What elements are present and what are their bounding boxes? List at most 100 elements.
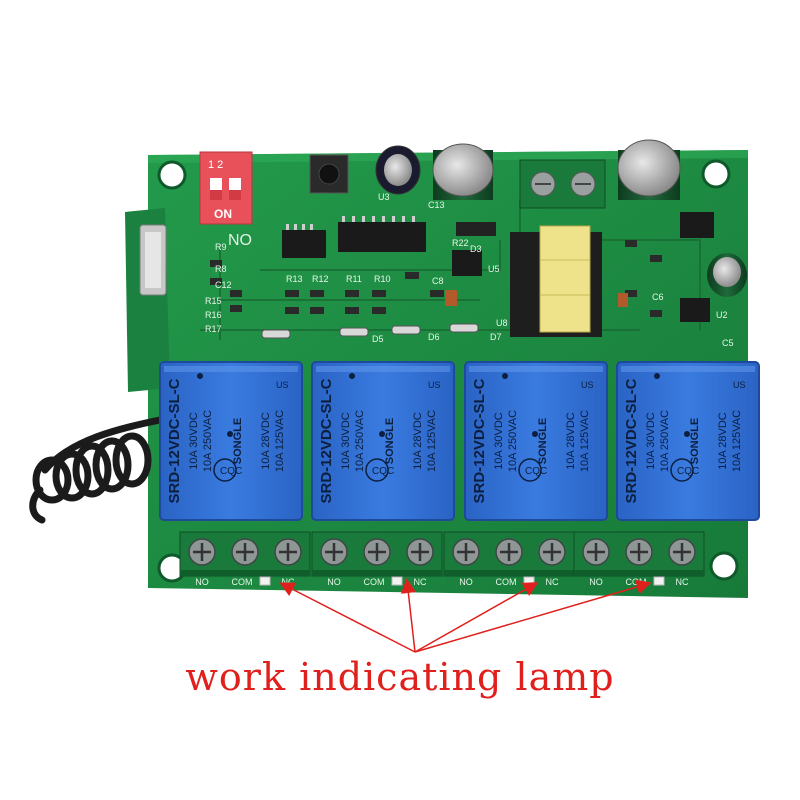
label-c12: C12 — [215, 280, 232, 290]
mount-hole-tl — [157, 160, 187, 190]
label-u3: U3 — [378, 192, 390, 202]
label-no: NO — [228, 232, 252, 249]
label-d6: D6 — [428, 332, 440, 342]
label-r16: R16 — [205, 310, 222, 320]
arrow-3 — [414, 582, 539, 653]
relay-2-rating-top: 10A 125VAC — [426, 410, 438, 472]
screw-terminal — [274, 538, 302, 566]
terminal-1-nc-label: NC — [282, 577, 295, 587]
relay-3-us: US — [581, 380, 594, 390]
label-c8: C8 — [432, 276, 444, 286]
terminal-block-3: NO COM NC — [443, 531, 575, 587]
push-button — [309, 154, 349, 194]
capacitor-large-2 — [617, 139, 681, 200]
relay-3-brand: SONGLE — [537, 418, 549, 464]
terminal-3-nc-label: NC — [546, 577, 559, 587]
antenna-coil — [29, 416, 164, 524]
terminal-2-com-label: COM — [364, 577, 385, 587]
smd-components — [210, 240, 662, 339]
relay-4-brand: SONGLE — [689, 418, 701, 464]
label-c6: C6 — [652, 292, 664, 302]
label-d3: D3 — [470, 244, 482, 254]
screw-terminal — [625, 538, 653, 566]
ic-chips — [282, 212, 714, 322]
label-r15: R15 — [205, 296, 222, 306]
screw-terminal — [363, 538, 391, 566]
terminal-3-com-label: COM — [496, 577, 517, 587]
arrow-4 — [414, 579, 652, 653]
terminal-3-no-label: NO — [459, 577, 473, 587]
relay-3-rating-bot: 10A 250VAC — [507, 410, 519, 472]
label-r10: R10 — [374, 274, 391, 284]
arrow-2 — [400, 578, 416, 653]
relay-4-rating-bot: 10A 250VAC — [659, 410, 671, 472]
label-r9: R9 — [215, 242, 227, 252]
relay-1-brand: SONGLE — [232, 418, 244, 464]
label-d5: D5 — [372, 334, 384, 344]
relay-2-rating-top2: 10A 28VDC — [412, 412, 424, 470]
relay-3-cqc: CQC — [525, 466, 547, 477]
relay-3-rating-top: 10A 125VAC — [579, 410, 591, 472]
relay-2-model: SRD-12VDC-SL-C — [318, 378, 335, 503]
label-c13: C13 — [428, 200, 445, 210]
relay-2-cqc: CQC — [372, 466, 394, 477]
terminal-2-no-label: NO — [327, 577, 341, 587]
indicator-arrows — [279, 578, 652, 653]
relay-4-cqc: CQC — [677, 466, 699, 477]
silkscreen-labels: NO R13 R12 R11 R10 R9 R22 D3 U5 C13 U3 C… — [205, 192, 734, 348]
relay-1-rating-bot2: 10A 30VDC — [188, 412, 200, 470]
relay-2-rating-bot: 10A 250VAC — [354, 410, 366, 472]
screw-terminal — [538, 538, 566, 566]
indicator-led — [653, 576, 665, 586]
terminal-1-com-label: COM — [232, 577, 253, 587]
terminal-block-4: NO COM NC — [573, 531, 705, 587]
capacitor-small — [375, 145, 421, 195]
indicator-led — [523, 576, 535, 586]
label-d7: D7 — [490, 332, 502, 342]
label-u2: U2 — [716, 310, 728, 320]
label-r13: R13 — [286, 274, 303, 284]
label-r11: R11 — [346, 274, 362, 284]
label-r17: R17 — [205, 324, 222, 334]
terminal-4-com-label: COM — [626, 577, 647, 587]
power-terminal — [519, 159, 606, 209]
screw-terminal — [582, 538, 610, 566]
label-r12: R12 — [312, 274, 329, 284]
label-u8: U8 — [496, 318, 508, 328]
label-r8: R8 — [215, 264, 227, 274]
relay-1-model: SRD-12VDC-SL-C — [166, 378, 183, 503]
screw-terminal — [231, 538, 259, 566]
mount-hole-tr — [701, 159, 731, 189]
relay-2-us: US — [428, 380, 441, 390]
indicator-led — [391, 576, 403, 586]
relay-3-rating-bot2: 10A 30VDC — [493, 412, 505, 470]
dip-switch-numbers: 1 2 — [208, 159, 223, 171]
transformer — [510, 225, 602, 337]
relay-1-us: US — [276, 380, 289, 390]
relay-3-model: SRD-12VDC-SL-C — [471, 378, 488, 503]
relay-4-rating-bot2: 10A 30VDC — [645, 412, 657, 470]
dip-switch-on-label: ON — [214, 207, 232, 221]
label-r22: R22 — [452, 238, 469, 248]
relay-2-rating-bot2: 10A 30VDC — [340, 412, 352, 470]
relay-4-rating-top2: 10A 28VDC — [717, 412, 729, 470]
terminal-4-nc-label: NC — [676, 577, 689, 587]
dip-switch: 1 2 ON — [199, 151, 253, 225]
screw-terminal — [406, 538, 434, 566]
screw-terminal — [668, 538, 696, 566]
relay-3-rating-top2: 10A 28VDC — [565, 412, 577, 470]
relay-2-brand: SONGLE — [384, 418, 396, 464]
capacitor-large-1 — [432, 143, 494, 200]
screw-terminal — [495, 538, 523, 566]
relay-4-rating-top: 10A 125VAC — [731, 410, 743, 472]
relay-4-model: SRD-12VDC-SL-C — [623, 378, 640, 503]
relay-1-cqc: CQC — [220, 466, 242, 477]
terminal-4-no-label: NO — [589, 577, 603, 587]
